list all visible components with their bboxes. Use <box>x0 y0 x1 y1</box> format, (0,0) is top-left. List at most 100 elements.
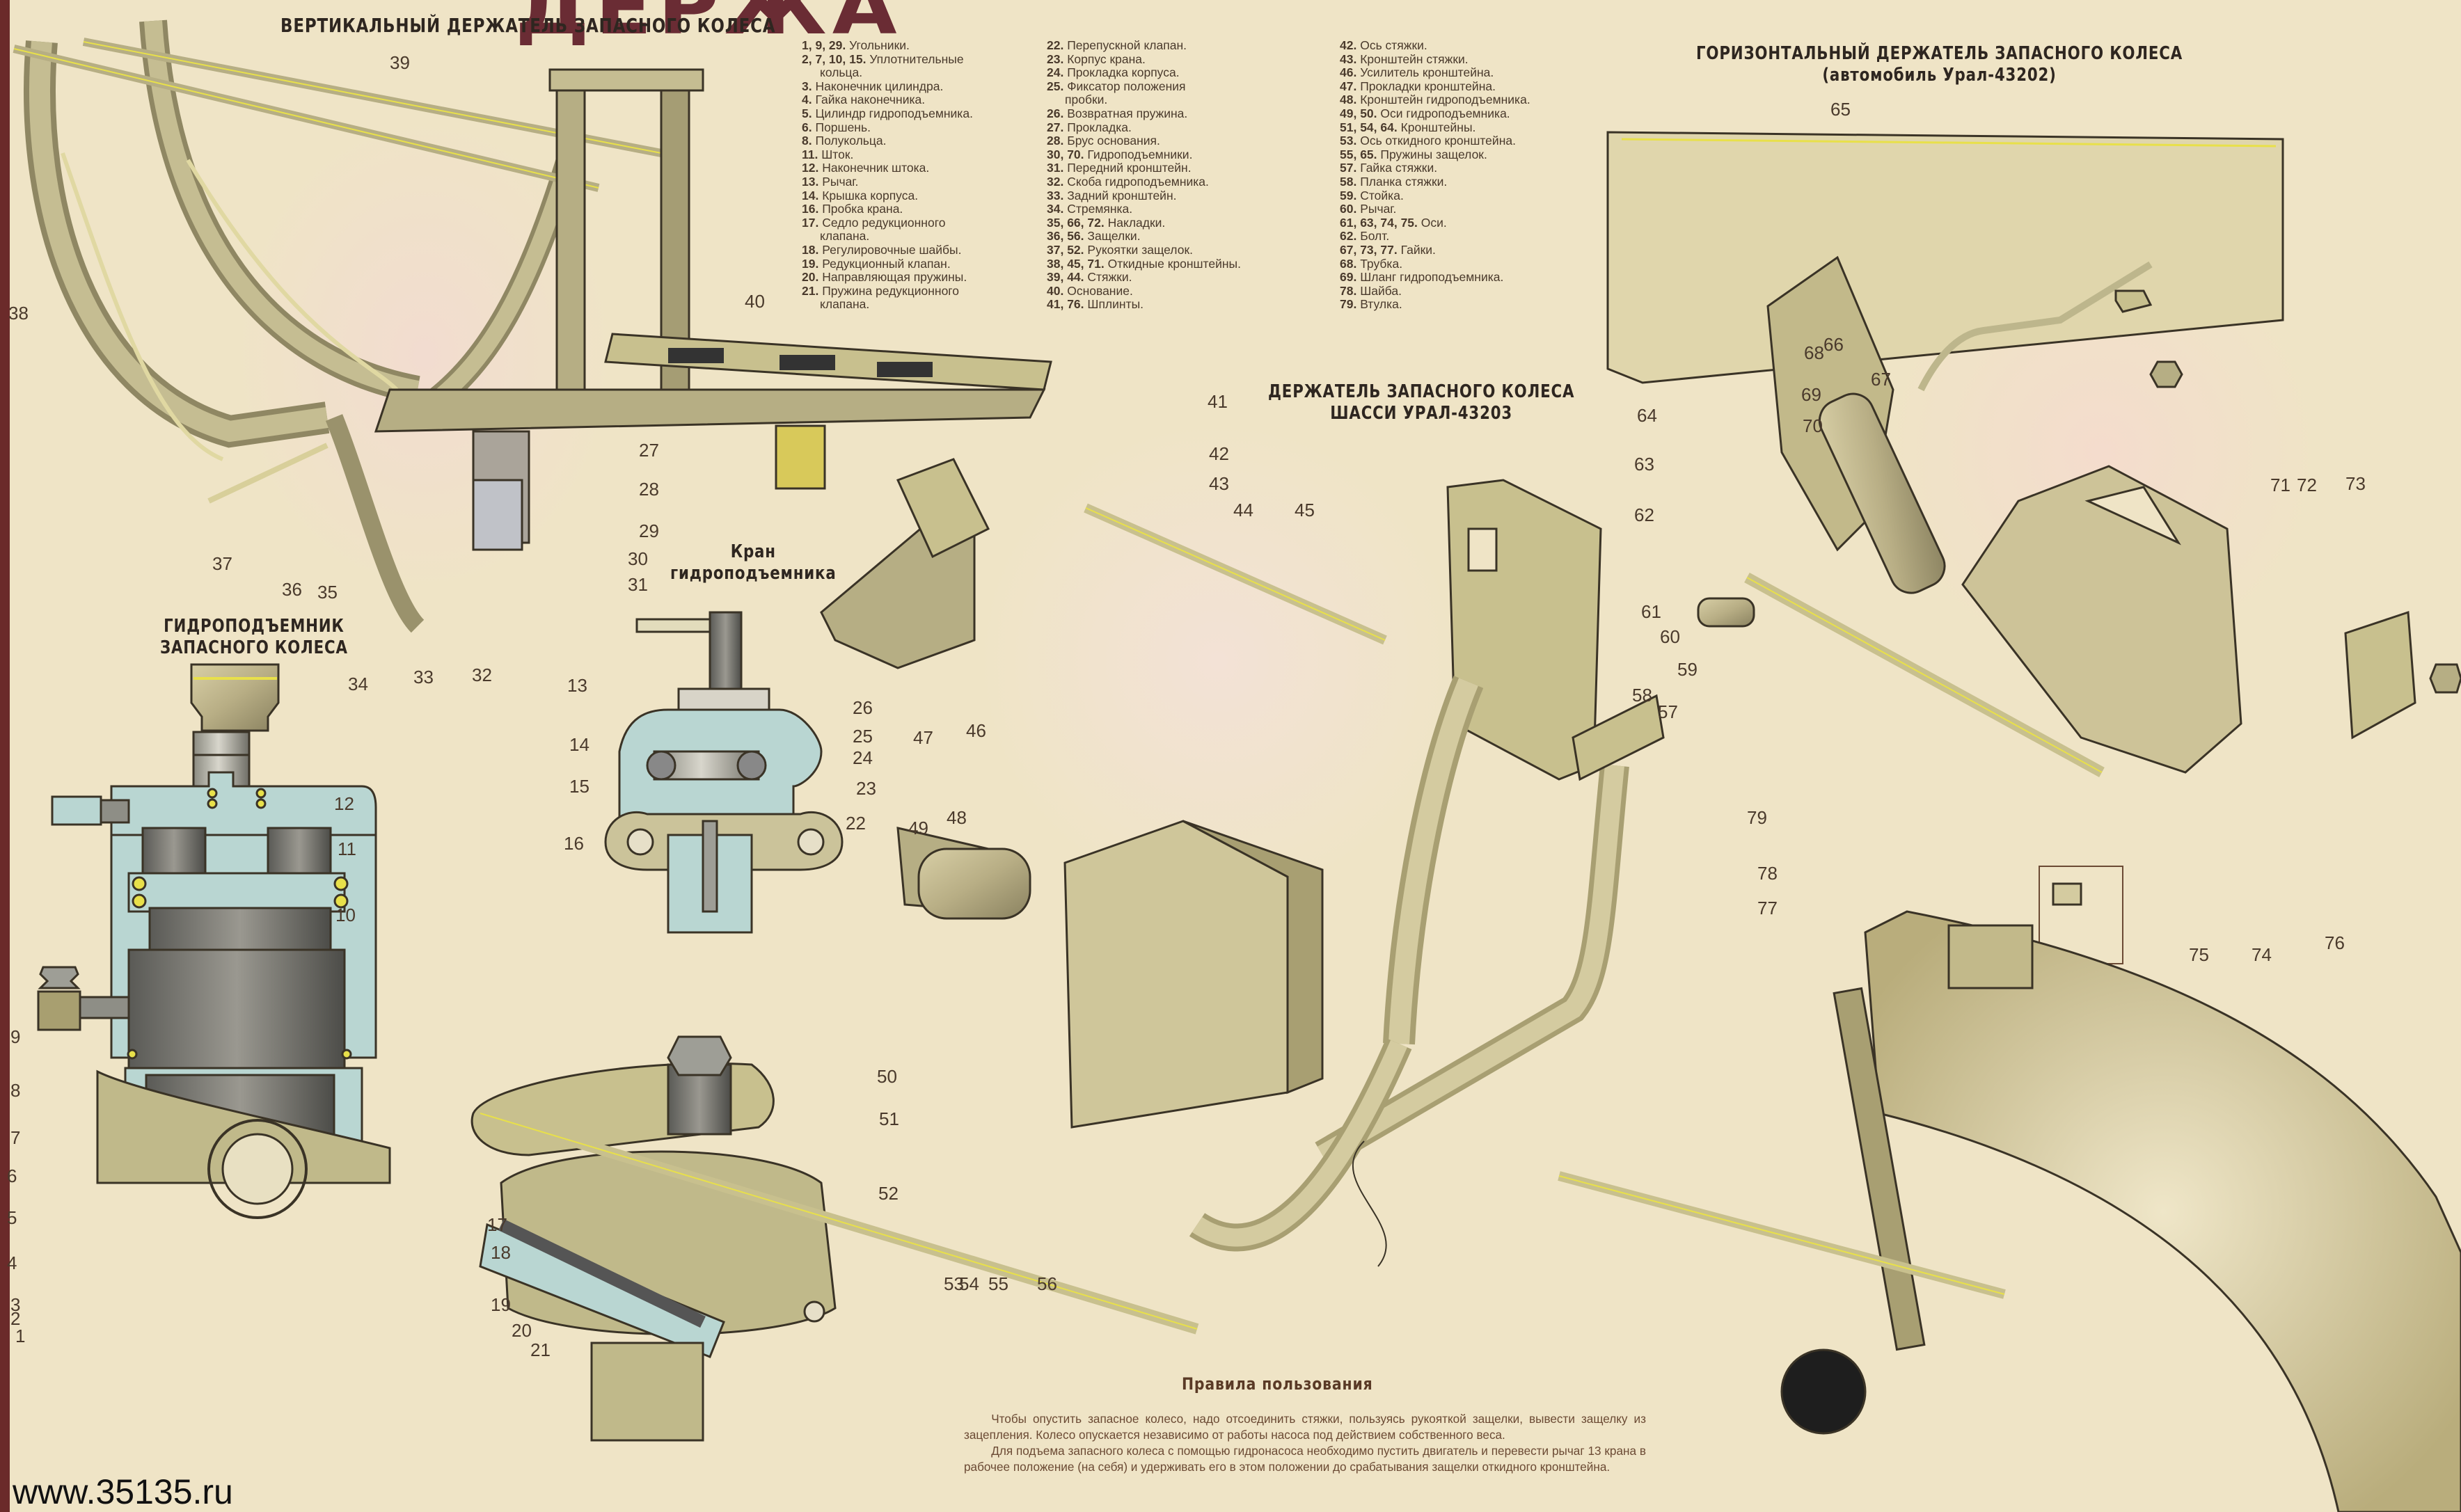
usage-rules-paragraph-1: Чтобы опустить запасное колесо, надо отс… <box>964 1412 1646 1442</box>
legend-item-text: Угольники. <box>849 38 910 52</box>
legend-item-number: 25. <box>1047 79 1064 93</box>
lift-valve-title-line1: Кран <box>730 541 776 562</box>
legend-item-text: Шплинты. <box>1087 297 1144 312</box>
callout-20: 20 <box>512 1320 532 1341</box>
legend-item: 38, 45, 71. Откидные кронштейны. <box>1047 257 1241 271</box>
legend-item: 78. Шайба. <box>1340 283 1530 299</box>
legend-item: 60. Рычаг. <box>1340 202 1530 216</box>
legend-item: 4. Гайка наконечника. <box>802 93 973 107</box>
callout-75: 75 <box>2189 944 2209 965</box>
legend-item: 41, 76. Шплинты. <box>1047 297 1241 312</box>
legend-item-number: 28. <box>1047 134 1064 148</box>
callout-32: 32 <box>472 665 492 685</box>
callout-59: 59 <box>1677 659 1698 680</box>
legend-item-number: 59. <box>1340 188 1357 202</box>
callout-45: 45 <box>1295 500 1315 520</box>
callout-27: 27 <box>639 440 659 461</box>
legend-item-text: Брус основания. <box>1067 134 1160 148</box>
callout-38: 38 <box>8 303 29 324</box>
legend-item-number: 23. <box>1047 51 1064 66</box>
legend-item: 34. Стремянка. <box>1047 202 1241 216</box>
legend-item-text: Гайка наконечника. <box>815 93 926 107</box>
legend-item-number: 35, 66, 72. <box>1047 215 1105 230</box>
callout-7: 7 <box>10 1127 21 1148</box>
callout-22: 22 <box>846 813 866 834</box>
legend-item: 2, 7, 10, 15. Уплотнительные <box>802 51 973 67</box>
website-watermark[interactable]: www.35135.ru <box>13 1472 233 1511</box>
legend-item-number: 1, 9, 29. <box>802 38 846 52</box>
legend-item-text: Шланг гидроподъемника. <box>1360 270 1504 285</box>
legend-item-text: Поршень. <box>815 120 871 134</box>
legend-item-text: Оси. <box>1421 215 1447 230</box>
legend-column-2: 22. Перепускной клапан.23. Корпус крана.… <box>1047 38 1241 312</box>
usage-rules-paragraph-2: Для подъема запасного колеса с помощью г… <box>964 1444 1646 1474</box>
legend-item-number: 16. <box>802 202 819 216</box>
callout-49: 49 <box>908 818 928 838</box>
legend-item-text: Уплотнительные <box>869 51 964 66</box>
callout-42: 42 <box>1209 443 1229 464</box>
horizontal-holder-title-line2: (автомобиль Урал-43202) <box>1822 65 2057 86</box>
callout-19: 19 <box>491 1294 511 1315</box>
callout-57: 57 <box>1658 701 1678 722</box>
callout-55: 55 <box>988 1273 1008 1294</box>
callout-53: 53 <box>944 1273 964 1294</box>
callout-51: 51 <box>879 1108 899 1129</box>
legend-item: 14. Крышка корпуса. <box>802 189 973 203</box>
callout-40: 40 <box>745 291 765 312</box>
legend-item-text: Прокладка корпуса. <box>1067 65 1180 80</box>
callout-48: 48 <box>947 807 967 828</box>
legend-item: 33. Задний кронштейн. <box>1047 189 1241 203</box>
callout-65: 65 <box>1830 99 1851 120</box>
legend-item: 5. Цилиндр гидроподъемника. <box>802 106 973 121</box>
callout-43: 43 <box>1209 473 1229 494</box>
callout-18: 18 <box>491 1242 511 1263</box>
legend-item: 58. Планка стяжки. <box>1340 175 1530 189</box>
callout-63: 63 <box>1634 454 1654 475</box>
callout-16: 16 <box>564 833 584 854</box>
callout-31: 31 <box>628 574 648 595</box>
legend-item-text: Рычаг. <box>822 174 859 189</box>
hydraulic-lift-drawing <box>37 663 391 1219</box>
legend-item: 23. Корпус крана. <box>1047 51 1241 67</box>
callout-24: 24 <box>853 747 873 768</box>
legend-item: 6. Поршень. <box>802 120 973 135</box>
legend-item-text: Гайка стяжки. <box>1360 161 1438 175</box>
horizontal-holder-title-line1: ГОРИЗОНТАЛЬНЫЙ ДЕРЖАТЕЛЬ ЗАПАСНОГО КОЛЕС… <box>1696 43 2183 64</box>
legend-item-text: Пробка крана. <box>822 202 903 216</box>
callout-2: 2 <box>10 1308 21 1329</box>
callout-76: 76 <box>2325 932 2345 953</box>
callout-44: 44 <box>1233 500 1253 520</box>
legend-item-number: 4. <box>802 93 812 107</box>
vertical-holder-title-text: ВЕРТИКАЛЬНЫЙ ДЕРЖАТЕЛЬ ЗАПАСНОГО КОЛЕСА <box>280 14 776 37</box>
callout-30: 30 <box>628 548 648 569</box>
callout-17: 17 <box>487 1214 507 1235</box>
legend-item-text: Основание. <box>1067 283 1133 298</box>
legend-item-number: 11. <box>802 147 818 161</box>
legend-item: 46. Усилитель кронштейна. <box>1340 65 1530 80</box>
chassis-holder-drawing <box>820 458 1665 1252</box>
legend-item: 25. Фиксатор положения <box>1047 79 1241 94</box>
legend-item: 19. Редукционный клапан. <box>802 257 973 271</box>
legend-item-number: 69. <box>1340 270 1357 285</box>
callout-8: 8 <box>10 1080 21 1101</box>
legend-item-number: 13. <box>802 174 819 189</box>
legend-item-text: Усилитель кронштейна. <box>1360 65 1494 80</box>
legend-item: 36, 56. Защелки. <box>1047 230 1241 244</box>
legend-item-text: Кронштейн стяжки. <box>1360 51 1469 66</box>
legend-item-text: Шайба. <box>1360 283 1402 298</box>
hydraulic-lift-title-line2: ЗАПАСНОГО КОЛЕСА <box>160 637 348 659</box>
callout-5: 5 <box>7 1207 17 1228</box>
callout-47: 47 <box>913 727 933 748</box>
callout-29: 29 <box>639 520 659 541</box>
lift-valve-title-line2: гидроподъемника <box>670 563 837 584</box>
legend-item-number: 12. <box>802 161 819 175</box>
legend-item: 21. Пружина редукционного <box>802 284 973 299</box>
legend-item-text: Втулка. <box>1360 297 1402 312</box>
callout-46: 46 <box>966 720 986 741</box>
legend-item-text: Оси гидроподъемника. <box>1380 106 1510 120</box>
vertical-holder-drawing <box>13 19 1052 633</box>
callout-70: 70 <box>1803 415 1823 436</box>
legend-item-text: Стяжки. <box>1087 270 1132 285</box>
callout-37: 37 <box>212 553 232 574</box>
